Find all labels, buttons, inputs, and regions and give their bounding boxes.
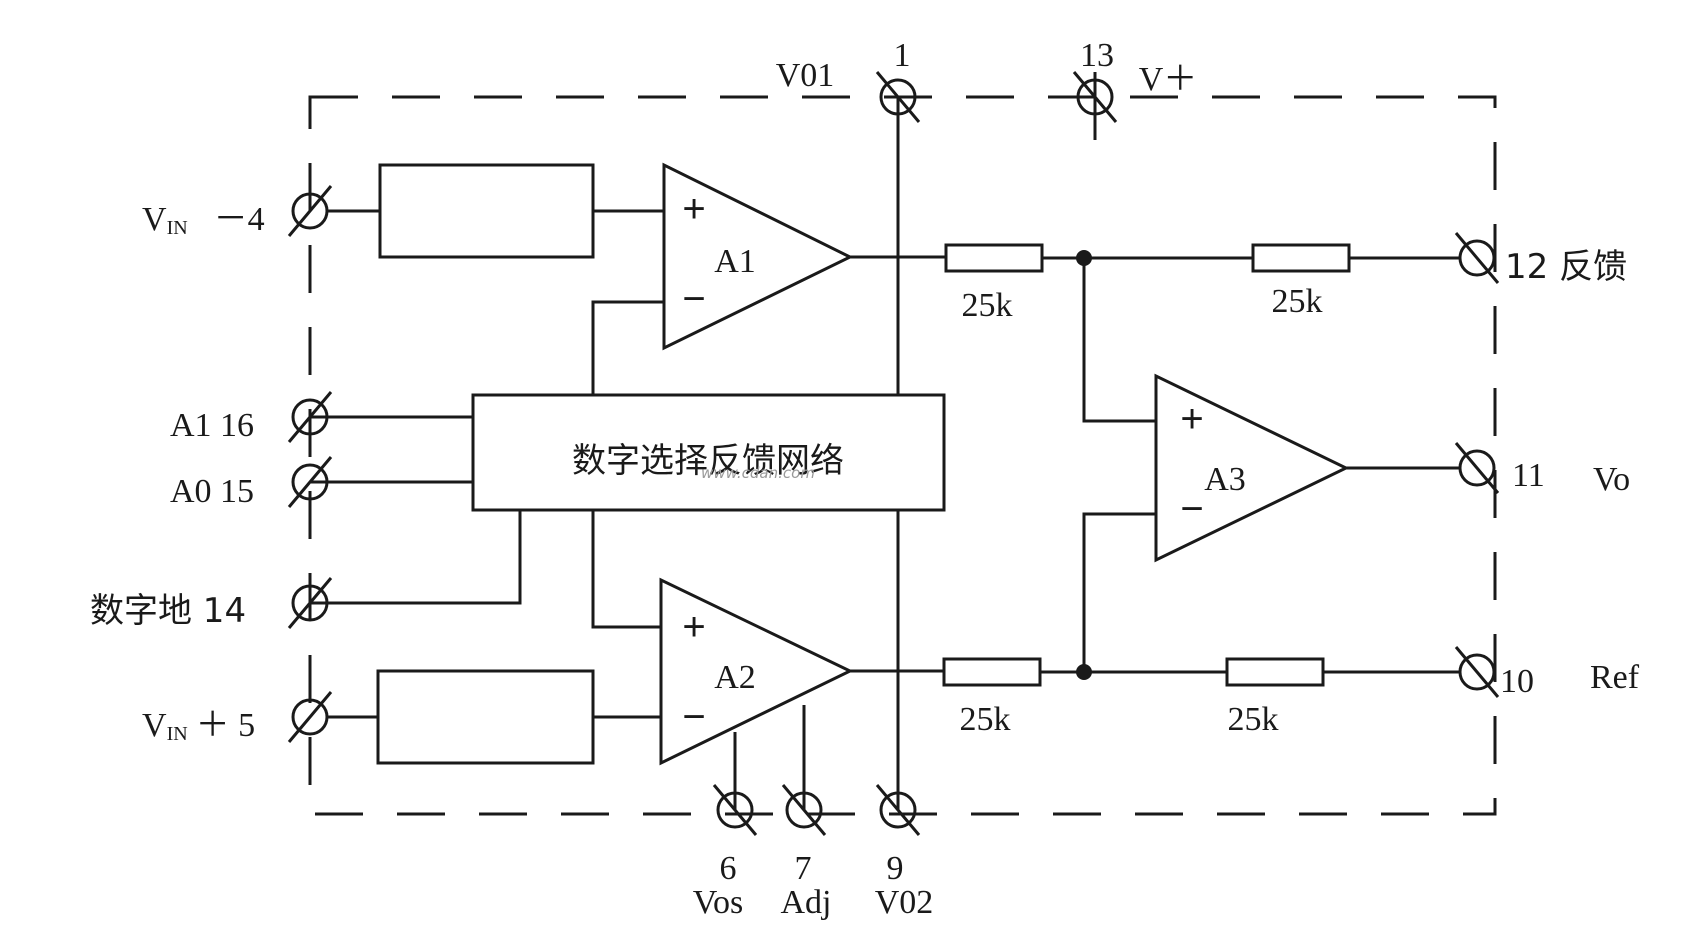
pin12-label: 12 反馈 [1505,247,1627,287]
resistor-r2-label: 25k [1272,283,1323,320]
pin1-number: 1 [894,37,911,74]
terminal-pin13 [1072,71,1118,123]
pin9-name: V02 [875,884,934,921]
amp-a3-plus: + [1180,397,1203,441]
pin6-name: Vos [693,884,743,921]
terminal-pin10 [1454,646,1500,698]
resistor-r2 [1251,243,1351,273]
wiring [311,72,1460,810]
pin10-number: 10 [1500,663,1534,700]
amp-a3-label: A3 [1204,461,1246,498]
pin-vin-plus-label: VIN＋ 5 [142,707,255,745]
terminal-pin7 [781,784,827,836]
pin-digital-ground-label: 数字地 14 [90,591,246,631]
amp-a1-label: A1 [714,243,756,280]
junction-node-top [1076,250,1092,266]
amp-a1-minus: − [682,277,705,321]
resistor-r3 [942,657,1042,687]
pin-a0-label: A0 15 [170,473,254,510]
pin-a1-label: A1 16 [170,407,254,444]
terminal-pin1 [875,71,921,123]
watermark: www.cdan.com [701,464,815,482]
input-block-plus [376,669,595,765]
terminal-pin6 [712,784,758,836]
terminal-pin9 [875,784,921,836]
input-block-minus [378,163,595,259]
resistor-r1 [944,243,1044,273]
pin1-name: V01 [776,57,835,94]
terminal-pin15 [287,456,333,508]
pin7-name: Adj [781,884,832,921]
resistor-r1-label: 25k [962,287,1013,324]
pin6-number: 6 [720,850,737,887]
terminal-pin11 [1454,442,1500,494]
terminal-pin16 [287,391,333,443]
pin7-number: 7 [795,850,812,887]
resistor-r4-label: 25k [1228,701,1279,738]
junction-node-bottom [1076,664,1092,680]
amp-a2-minus: − [682,695,705,739]
amp-a2-plus: + [682,605,705,649]
resistor-r3-label: 25k [960,701,1011,738]
terminal-pin4 [287,185,333,237]
amp-a1-triangle [662,162,854,351]
pin11-number: 11 [1512,457,1545,494]
pin11-name: Vo [1593,461,1630,498]
pin-vin-minus-label: VIN－4 [142,201,265,239]
amp-a3-triangle [1154,373,1350,563]
terminal-pin14 [287,577,333,629]
pin9-number: 9 [887,850,904,887]
amp-a2-label: A2 [714,659,756,696]
pin13-name: V＋ [1139,61,1198,98]
amp-a3-minus: − [1180,487,1203,531]
terminal-pin12 [1454,232,1500,284]
terminal-pin5 [287,691,333,743]
amp-a2-triangle [659,577,854,766]
amp-a1-plus: + [682,187,705,231]
network-label: 数字选择反馈网络 [572,441,844,481]
resistor-r4 [1225,657,1325,687]
pin13-number: 13 [1080,37,1114,74]
pin10-name: Ref [1590,659,1640,696]
digital-feedback-network [471,393,946,512]
